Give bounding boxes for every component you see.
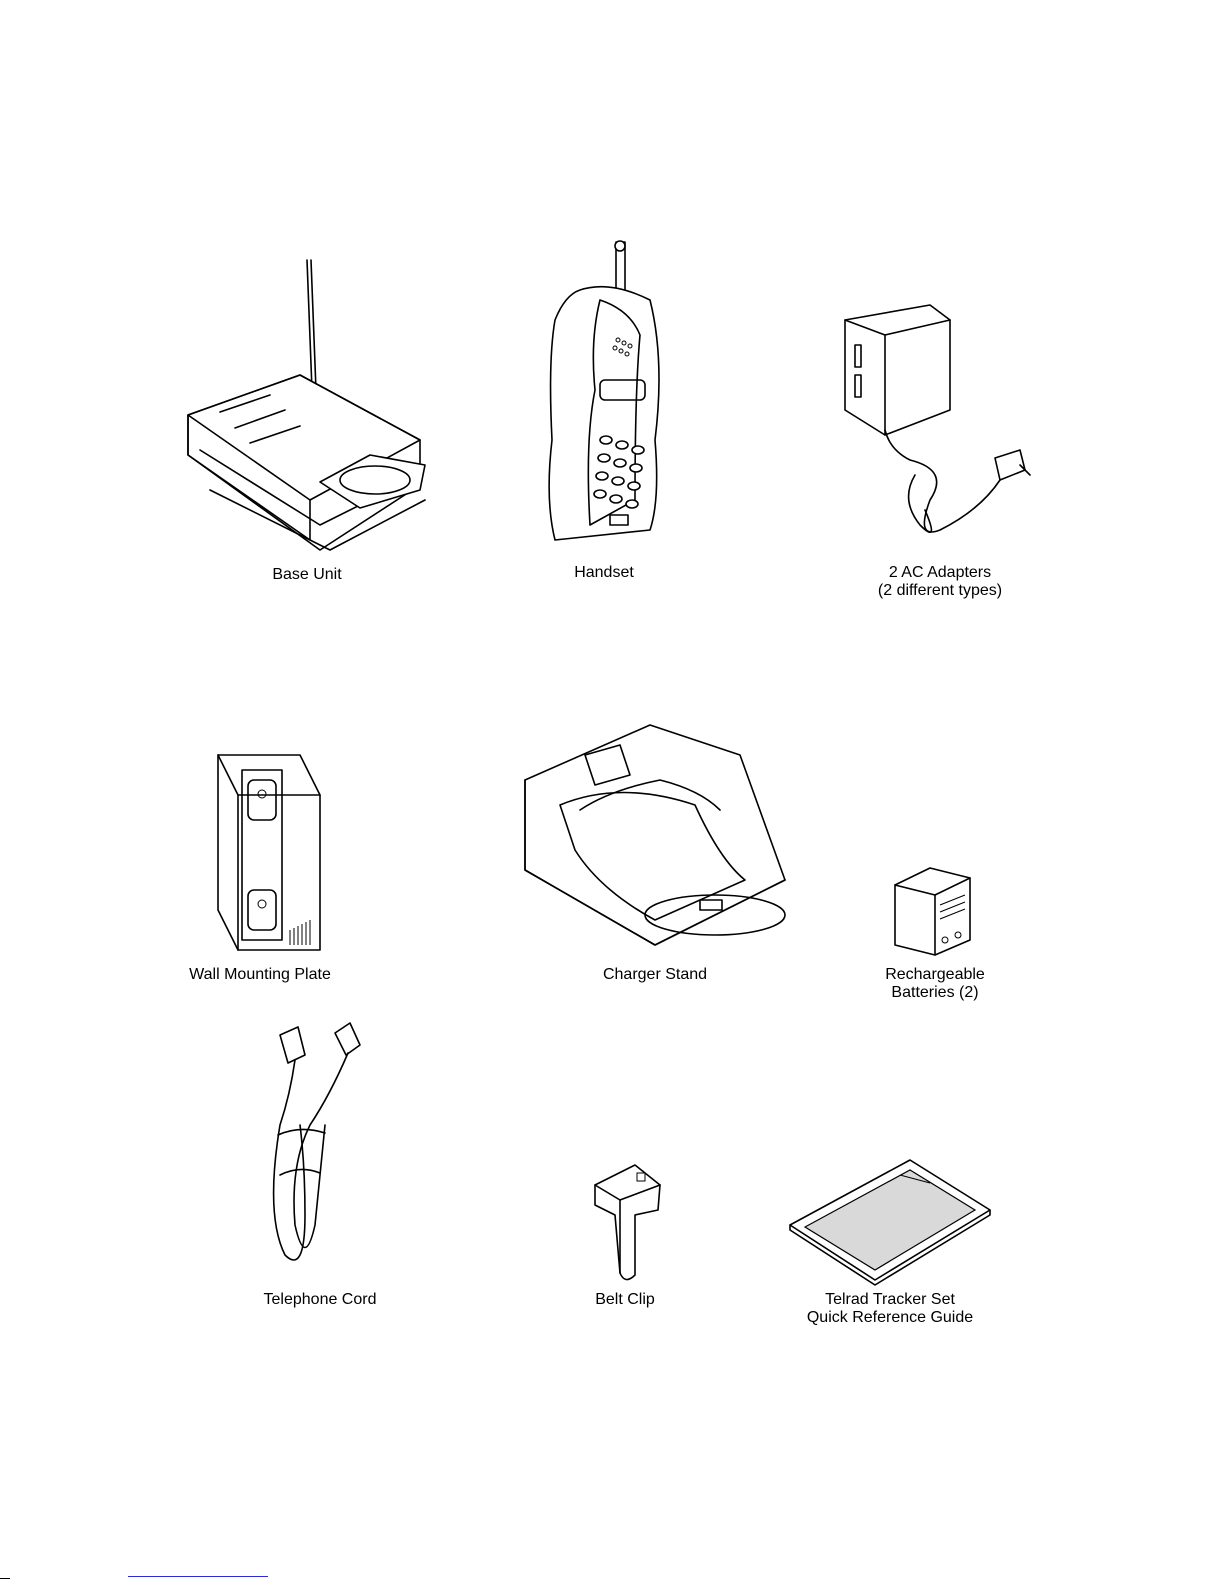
guide-booklet-illustration [780, 1155, 1000, 1285]
handset-label: Handset [554, 564, 654, 582]
telephone-cord-label: Telephone Cord [250, 1291, 390, 1309]
battery-pack-illustration [870, 860, 1000, 960]
wall-plate-figure: Wall Mounting Plate [190, 750, 350, 990]
batteries-figure: Rechargeable Batteries (2) [870, 860, 1000, 1010]
charger-stand-label: Charger Stand [580, 966, 730, 984]
belt-clip-illustration [580, 1155, 670, 1285]
quick-reference-guide-figure: Telrad Tracker Set Quick Reference Guide [780, 1155, 1000, 1335]
guide-label: Telrad Tracker Set Quick Reference Guide [795, 1291, 985, 1327]
wall-plate-illustration [190, 750, 350, 950]
ac-adapters-figure: 2 AC Adapters (2 different types) [830, 300, 1050, 600]
base-unit-illustration [180, 250, 440, 560]
handset-illustration [540, 240, 670, 560]
belt-clip-label: Belt Clip [575, 1291, 675, 1309]
ac-adapter-illustration [830, 300, 1050, 570]
base-unit-figure: Base Unit [180, 250, 440, 560]
batteries-label: Rechargeable Batteries (2) [870, 966, 1000, 1002]
handset-figure: Handset [540, 240, 670, 560]
page-corner-mark [0, 1578, 10, 1583]
telephone-cord-illustration [250, 1015, 400, 1275]
footer-link-underline[interactable] [128, 1576, 268, 1577]
ac-adapters-label: 2 AC Adapters (2 different types) [850, 564, 1030, 600]
telephone-cord-figure: Telephone Cord [250, 1015, 400, 1315]
belt-clip-figure: Belt Clip [580, 1155, 670, 1315]
charger-stand-figure: Charger Stand [520, 720, 790, 990]
charger-stand-illustration [520, 720, 790, 960]
base-unit-label: Base Unit [257, 566, 357, 584]
wall-plate-label: Wall Mounting Plate [180, 966, 340, 984]
